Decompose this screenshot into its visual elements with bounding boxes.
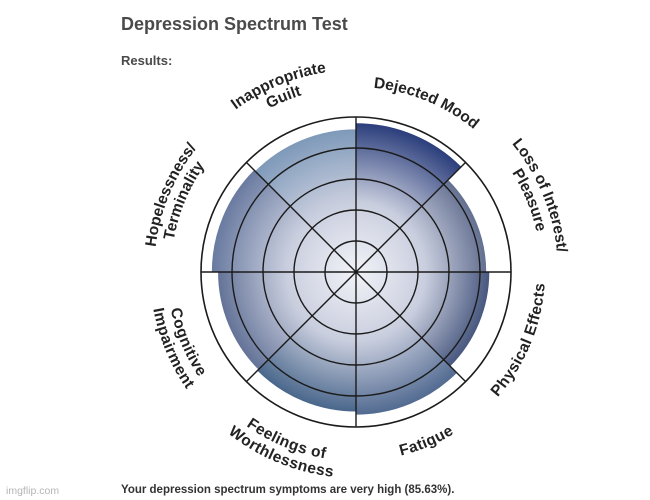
segment-label: Fatigue xyxy=(398,423,457,460)
segment-physical-effects xyxy=(356,272,490,367)
segment-feelings-of-worthlessness xyxy=(257,272,356,412)
segment-label: Physical Effects xyxy=(488,283,549,400)
segment-hopelessness-terminality xyxy=(211,170,356,272)
grid-spoke xyxy=(245,271,357,383)
segment-fatigue xyxy=(356,272,457,415)
segment-inappropriate-guilt xyxy=(255,129,356,272)
page-title: Depression Spectrum Test xyxy=(121,14,348,34)
segment-label: Loss of Interest/ xyxy=(509,135,570,253)
grid-spoke xyxy=(355,271,467,383)
segment-dejected-mood xyxy=(356,123,462,272)
segment-loss-of-interest-pleasure xyxy=(356,179,487,272)
grid-spoke xyxy=(355,161,467,273)
results-label: Results: xyxy=(121,53,173,68)
grid-spoke xyxy=(245,161,357,273)
segment-cognitive-impairment xyxy=(218,272,356,370)
watermark: imgflip.com xyxy=(6,485,60,497)
result-summary: Your depression spectrum symptoms are ve… xyxy=(121,484,455,496)
segment-label: Dejected Mood xyxy=(373,75,482,133)
